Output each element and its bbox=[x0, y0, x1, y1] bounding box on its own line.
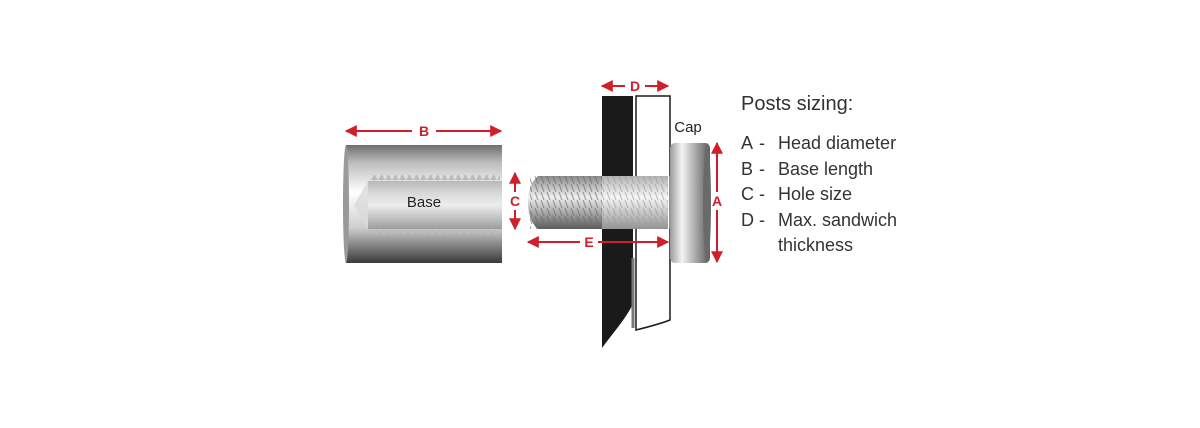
dimension-a: A bbox=[711, 141, 723, 264]
cap-body bbox=[670, 143, 710, 263]
legend-item-a: A - Head diameter bbox=[741, 131, 941, 157]
base-end-face bbox=[343, 145, 349, 263]
bolt-part bbox=[528, 176, 670, 229]
dimension-c-label: C bbox=[510, 193, 520, 209]
dimension-e: E bbox=[526, 234, 670, 250]
legend-dash: - bbox=[759, 158, 765, 179]
legend-letter: D bbox=[741, 209, 754, 230]
sizing-legend: Posts sizing: A - Head diameter B - Base… bbox=[741, 92, 941, 259]
legend-title: Posts sizing: bbox=[741, 93, 854, 115]
dimension-d: D bbox=[600, 78, 670, 94]
bolt-hole-overlay bbox=[602, 176, 670, 229]
legend-description: Base length bbox=[778, 158, 874, 179]
cap-face bbox=[703, 143, 711, 263]
base-label: Base bbox=[407, 194, 441, 211]
legend-description: Hole size bbox=[778, 184, 853, 204]
dimension-e-label: E bbox=[584, 234, 593, 250]
base-bore-tip bbox=[354, 181, 368, 229]
legend-description: Max. sandwich thickness bbox=[778, 209, 898, 256]
base-bore-teeth-top bbox=[370, 175, 500, 181]
legend-letter: B bbox=[741, 158, 754, 179]
legend-item-b: B - Base length bbox=[741, 157, 941, 183]
legend-letter: A bbox=[741, 133, 754, 153]
base-bore-teeth-bottom bbox=[370, 229, 500, 235]
dimension-c: C bbox=[509, 171, 521, 231]
cap-part: Cap bbox=[670, 119, 711, 263]
cap-label: Cap bbox=[674, 119, 702, 136]
dimension-b: B bbox=[344, 123, 503, 139]
legend-description: Head diameter bbox=[778, 133, 897, 153]
legend-item-d: D - Max. sandwich thickness bbox=[741, 208, 941, 259]
base-bore bbox=[368, 181, 502, 229]
dimension-a-label: A bbox=[712, 193, 722, 209]
legend-dash: - bbox=[759, 133, 765, 153]
dimension-d-label: D bbox=[630, 78, 640, 94]
bolt-threads bbox=[530, 176, 668, 229]
legend-dash: - bbox=[759, 209, 765, 230]
legend-dash: - bbox=[759, 184, 765, 204]
base-part: Base bbox=[343, 145, 502, 263]
legend-letter: C bbox=[741, 184, 754, 204]
legend-item-c: C - Hole size bbox=[741, 182, 941, 208]
dimension-b-label: B bbox=[419, 123, 429, 139]
